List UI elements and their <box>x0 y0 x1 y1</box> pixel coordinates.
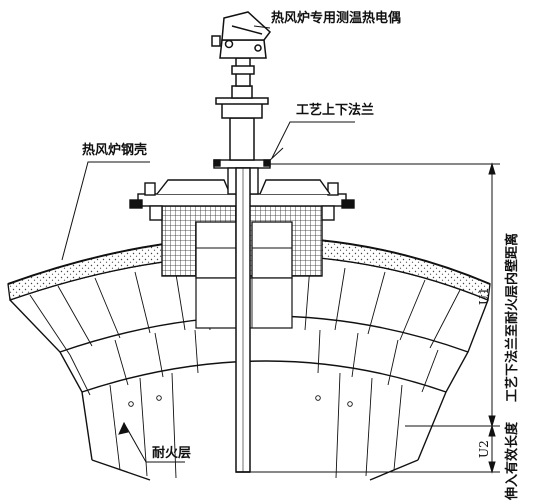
brick-markers <box>128 395 353 407</box>
label-refractory-layer: 耐火层 <box>152 446 192 461</box>
label-furnace-shell: 热风炉钢壳 <box>82 143 148 158</box>
dimension-u2: U2 <box>477 440 491 458</box>
terminal-head <box>211 11 272 87</box>
dimension-lines <box>250 162 500 474</box>
dimension-u1: U1 <box>477 287 491 305</box>
thermocouple-tube <box>215 85 269 473</box>
label-process-flange: 工艺上下法兰 <box>296 103 375 118</box>
label-flange-to-wall-distance: 工艺下法兰至耐火层内壁距离 <box>505 232 520 402</box>
label-thermocouple: 热风炉专用测温热电偶 <box>271 11 402 26</box>
label-insertion-length: 伸入有效长度 <box>505 421 520 500</box>
leader-lines <box>61 25 355 463</box>
